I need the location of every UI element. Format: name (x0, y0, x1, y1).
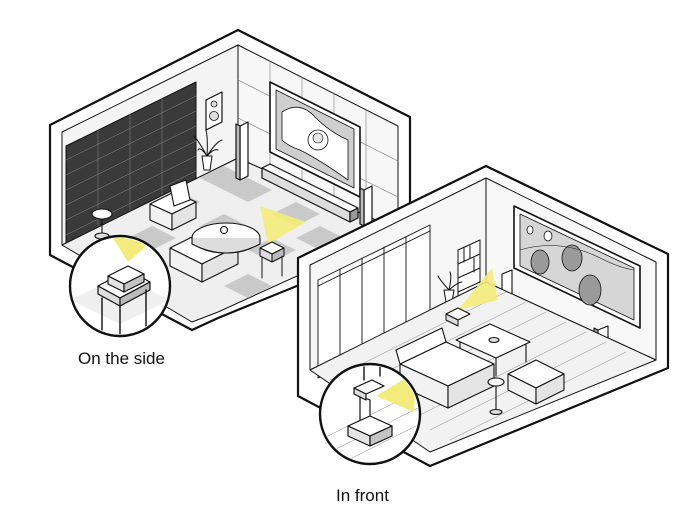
projector-beam-side (260, 206, 306, 244)
zoom-bubble-side (68, 234, 172, 338)
projector-beam-front (458, 268, 498, 310)
projection-screen-side (269, 81, 361, 198)
sofa-icon (149, 179, 197, 231)
projector-icon (259, 241, 285, 279)
coffee-table (191, 222, 261, 254)
speaker-icon (235, 121, 373, 227)
side-lamp (487, 377, 505, 416)
side-stool (91, 208, 113, 240)
caption-on-the-side: On the side (78, 349, 165, 368)
speaker-icon (205, 91, 223, 131)
projection-screen-front (513, 205, 641, 329)
plant-icon (193, 129, 223, 171)
projector-icon (445, 307, 471, 327)
caption-in-front: In front (336, 486, 389, 505)
zoom-bubble-front (318, 362, 422, 466)
tv-console (261, 163, 359, 223)
sofa-icon (395, 327, 495, 409)
sofa-icon (507, 359, 565, 405)
balloon-icon (526, 225, 602, 306)
